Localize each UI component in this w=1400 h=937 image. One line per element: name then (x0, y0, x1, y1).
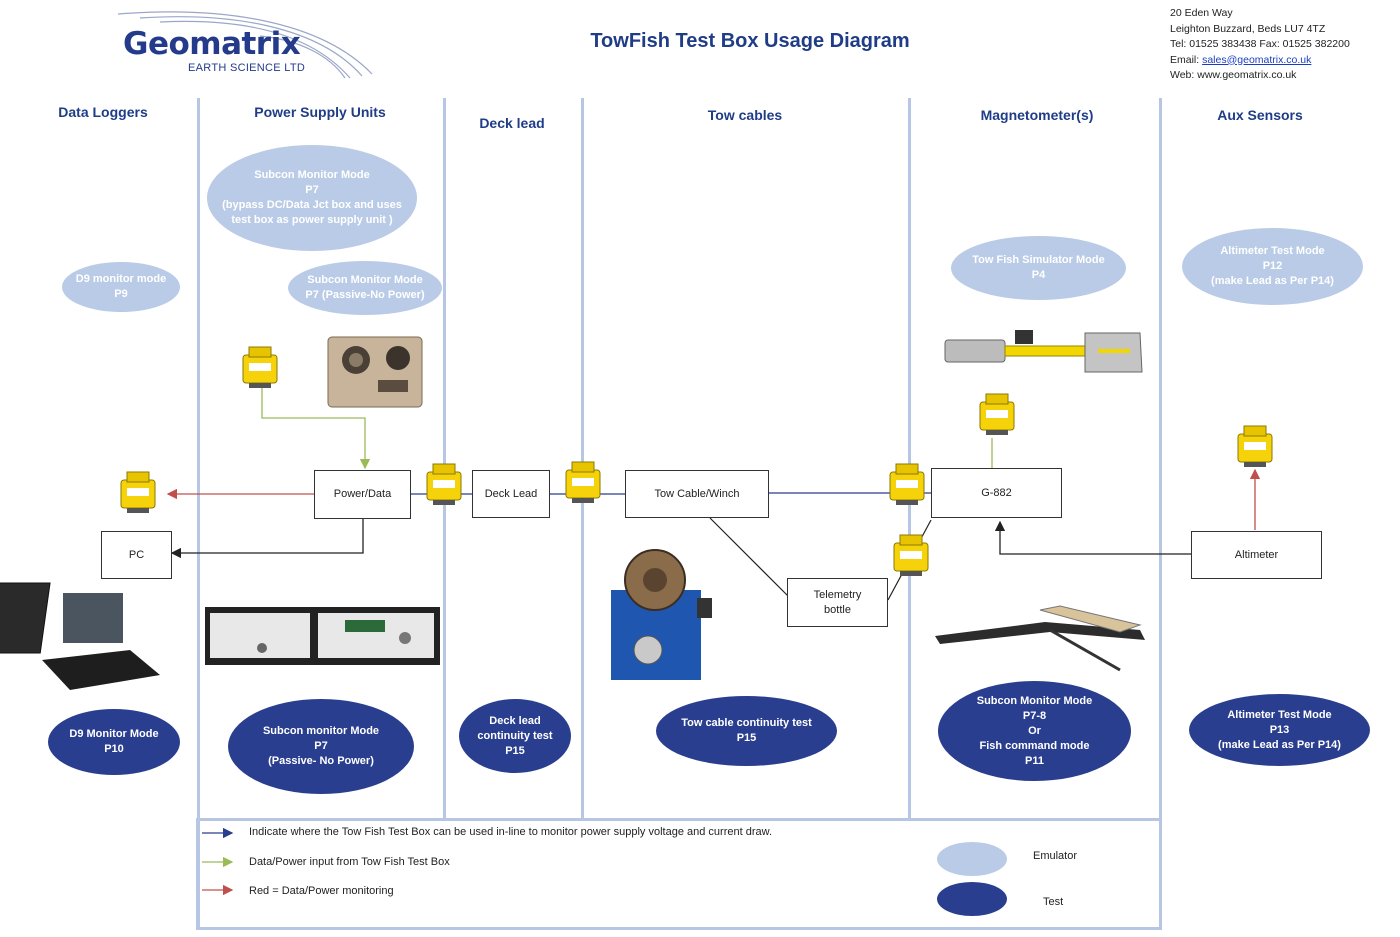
column-heading-power-supply-units: Power Supply Units (254, 104, 386, 120)
legend-panel (196, 818, 1162, 930)
fish-frame-illustration (935, 605, 1145, 672)
company-logo-subtitle: EARTH SCIENCE LTD (188, 62, 306, 74)
test-box-icon (1237, 425, 1273, 467)
power-to-pc-arrow (170, 519, 364, 559)
g882-box: G-882 (931, 468, 1062, 518)
column-divider (1159, 98, 1162, 930)
column-divider (581, 98, 584, 818)
mode-subcon-fish-command: Subcon Monitor Mode P7-8 Or Fish command… (938, 681, 1131, 781)
column-heading-deck-lead: Deck lead (479, 115, 545, 131)
column-heading-data-loggers: Data Loggers (58, 104, 148, 120)
power-data-box: Power/Data (314, 470, 411, 519)
column-heading-magnetometers: Magnetometer(s) (980, 107, 1094, 123)
legend-blue-text: Indicate where the Tow Fish Test Box can… (249, 826, 772, 838)
legend-emulator-swatch (937, 842, 1007, 876)
mode-d9-monitor-p9: D9 monitor mode P9 (62, 262, 180, 312)
mode-altimeter-test-p13: Altimeter Test Mode P13 (make Lead as Pe… (1189, 694, 1370, 766)
power-supply-rack-illustration (205, 607, 440, 665)
email-link[interactable]: sales@geomatrix.co.uk (1202, 53, 1312, 66)
legend-emulator-label: Emulator (1033, 850, 1078, 862)
test-box-icon (565, 461, 601, 503)
column-divider (908, 98, 911, 818)
test-box-icon (120, 471, 156, 513)
mode-deck-lead-continuity: Deck lead continuity test P15 (459, 699, 571, 773)
magnetometer-towfish-illustration (944, 330, 1143, 373)
test-box-icon (979, 393, 1015, 435)
column-divider (197, 98, 200, 930)
mode-subcon-monitor-passive-emulator: Subcon Monitor Mode P7 (Passive-No Power… (288, 261, 442, 315)
mode-subcon-monitor-bypass: Subcon Monitor Mode P7 (bypass DC/Data J… (207, 145, 417, 251)
legend-green-text: Data/Power input from Tow Fish Test Box (249, 856, 450, 868)
email-label: Email: (1170, 53, 1203, 66)
address-line-2: Leighton Buzzard, Beds LU7 4TZ (1170, 22, 1326, 35)
test-box-icon (893, 534, 929, 576)
telemetry-bottle-box: Telemetry bottle (787, 578, 888, 627)
green-input-arrow (261, 388, 371, 470)
test-box-icon (242, 346, 278, 388)
company-logo: Geomatrix (123, 26, 301, 62)
pc-box: PC (101, 531, 172, 579)
column-heading-tow-cables: Tow cables (707, 107, 783, 123)
winch-illustration (611, 549, 712, 680)
mode-tow-cable-continuity: Tow cable continuity test P15 (656, 696, 837, 766)
winch-to-telemetry-line (709, 517, 791, 599)
mode-altimeter-test-p12: Altimeter Test Mode P12 (make Lead as Pe… (1182, 228, 1363, 305)
page-title: TowFish Test Box Usage Diagram (590, 30, 910, 52)
deck-lead-box: Deck Lead (472, 470, 550, 518)
column-divider (443, 98, 446, 818)
legend-red-text: Red = Data/Power monitoring (249, 885, 394, 897)
tow-cable-winch-box: Tow Cable/Winch (625, 470, 769, 518)
altimeter-to-g882-arrow (994, 520, 1191, 555)
address-email-row: Email: sales@geomatrix.co.uk (1170, 53, 1350, 69)
test-box-icon (889, 463, 925, 505)
mode-d9-monitor-p10: D9 Monitor Mode P10 (48, 709, 180, 775)
address-web: Web: www.geomatrix.co.uk (1170, 69, 1297, 81)
altimeter-box: Altimeter (1191, 531, 1322, 579)
column-heading-aux-sensors: Aux Sensors (1217, 107, 1303, 123)
legend-test-label: Test (1043, 896, 1064, 908)
test-box-icon (426, 463, 462, 505)
legend-test-swatch (937, 882, 1007, 916)
mode-subcon-monitor-passive-test: Subcon monitor Mode P7 (Passive- No Powe… (228, 699, 414, 794)
address-line-1: 20 Eden Way (1170, 7, 1233, 19)
mode-tow-fish-simulator: Tow Fish Simulator Mode P4 (951, 236, 1126, 300)
address-phone: Tel: 01525 383438 Fax: 01525 382200 (1170, 38, 1350, 50)
junction-box-illustration (327, 336, 423, 408)
laptop-illustration (0, 582, 160, 690)
company-address: 20 Eden Way Leighton Buzzard, Beds LU7 4… (1170, 6, 1350, 84)
